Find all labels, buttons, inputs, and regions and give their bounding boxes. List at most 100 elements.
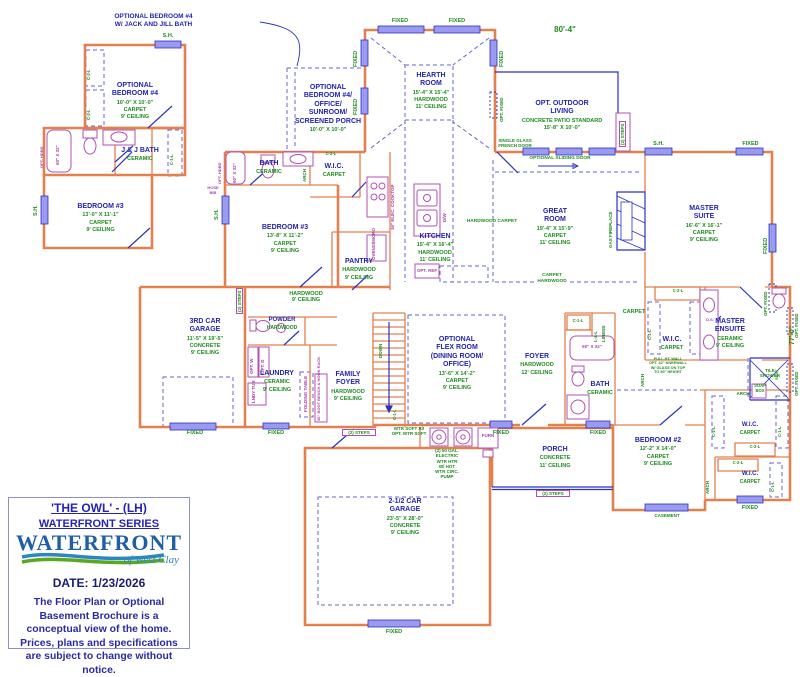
floor-transition-label: CARPET HARDWOOD: [537, 273, 567, 284]
room-details: 15'-4" X 16'-4" HARDWOOD 11' CEILING: [416, 242, 454, 263]
steps-label: (2) STEPS: [342, 429, 376, 437]
closet-label: C-1-L: [572, 318, 584, 323]
closet-label: C-1-L: [169, 154, 174, 165]
logo-wave-icon: [21, 552, 165, 565]
steps-label: (2) STEPS: [536, 490, 570, 498]
room-details: HARDWOOD: [266, 325, 298, 332]
window-label-fixed: FIXED: [385, 629, 403, 635]
room-name: OPTIONAL BEDROOM #4/ OFFICE/ SUNROOM/ SC…: [294, 84, 362, 125]
room-details: CERAMIC: [127, 156, 153, 163]
window-label-casement: CASEMENT: [654, 513, 680, 518]
room-sunroom: OPTIONAL BEDROOM #4/ OFFICE/ SUNROOM/ SC…: [290, 84, 366, 134]
closet-label: C-1-L: [647, 329, 652, 340]
window-label-opt-fixed: OPT. FIXED: [763, 291, 768, 316]
plan-date: DATE: 1/23/2026: [52, 576, 146, 590]
french-door-note: SINGLE GLASS FRENCH DOOR: [498, 138, 532, 149]
arch-label: ARCH: [705, 481, 710, 494]
room-details: CERAMIC 9' CEILING: [715, 335, 745, 349]
room-name: PORCH: [542, 446, 568, 453]
opt-ref-label: OPT. REF: [416, 268, 438, 273]
room-wic-bedroom2-upper: W.I.C.CARPET: [724, 422, 776, 437]
arch-label: ARCH: [736, 391, 750, 396]
room-name: MASTER ENSUITE: [714, 318, 746, 334]
closet-label: C-2-L: [672, 288, 684, 293]
gas-fireplace-label: GAS FIREPLACE: [608, 211, 613, 248]
window-label-fixed: FIXED: [742, 141, 759, 147]
dashed-lines: [85, 37, 789, 606]
room-name: BATH: [590, 381, 610, 388]
dishwasher-label: D/W: [442, 213, 447, 222]
room-name: W.I.C.: [662, 336, 682, 343]
opt-dryer-label: OPT. D: [260, 359, 265, 374]
room-details: HARDWOOD 9' CEILING: [331, 388, 365, 402]
window-label-opt-fixed: OPT. FIXED: [794, 313, 799, 338]
window-label-opt-fixed: OPT. FIXED: [794, 371, 799, 396]
title-block: 'THE OWL' - (LH) WATERFRONT SERIES WATER…: [8, 497, 190, 676]
closet-label: C-1-L: [770, 481, 775, 492]
closet-label: C-2-L: [732, 460, 744, 465]
room-name: W.I.C.: [741, 422, 759, 428]
window-label-fixed: FIXED: [353, 98, 359, 115]
tub-size-label: 60" X 32": [232, 163, 237, 183]
plan-name: 'THE OWL' - (LH): [51, 501, 147, 515]
series-name: WATERFRONT SERIES: [38, 518, 160, 530]
window-label-fixed: FIXED: [492, 430, 510, 436]
room-kitchen: KITCHEN 15'-4" X 16'-4" HARDWOOD 11' CEIL…: [400, 233, 470, 264]
boot-bench-label: 36" BOOT BENCH & HOOK RACK: [316, 356, 321, 421]
window-label-fixed: FIXED: [741, 505, 759, 511]
window-label-sh: S.H.: [653, 141, 664, 147]
hose-bib-label: HOSE BIB: [207, 185, 219, 195]
room-name: W.I.C.: [741, 471, 759, 477]
room-details: 10'-0" X 10'-0" CARPET 9' CEILING: [116, 99, 154, 121]
window-label-fixed: FIXED: [267, 430, 285, 436]
room-details: CONCRETE PATIO STANDARD 15'-8" X 10'-0": [521, 117, 603, 131]
room-details: 23'-5" X 28'-0" CONCRETE 9' CEILING: [386, 515, 424, 537]
room-name: FAMILY FOYER: [335, 371, 361, 387]
soap-box-label: SOAP BOX: [754, 383, 766, 393]
window-label-fixed: FIXED: [391, 18, 409, 24]
sliding-door-note: OPTIONAL SLIDING DOOR: [529, 156, 591, 161]
window-label-sh: S.H.: [33, 205, 39, 216]
floorplan-drawing: [40, 21, 794, 628]
room-name: BEDROOM #3: [77, 203, 124, 210]
window-label-fixed: FIXED: [763, 237, 769, 254]
stairs-down-label: DOWN: [378, 343, 383, 358]
room-name: GREAT ROOM: [543, 208, 567, 224]
window-label-fixed: FIXED: [448, 18, 466, 24]
opt-washer-label: OPT. W: [249, 358, 254, 375]
room-name: KITCHEN: [419, 233, 451, 240]
fixtures: [46, 112, 787, 458]
room-details: 15'-4" X 15'-4" HARDWOOD 11' CEILING: [412, 89, 450, 111]
closet-label: C-1-L: [392, 409, 397, 420]
shelf-label: L-&-L: [593, 331, 598, 342]
room-details: CARPET: [660, 345, 684, 352]
room-name: LAUNDRY: [260, 370, 294, 377]
room-name: W.I.C.: [324, 163, 344, 170]
seat-label: SEAT: [774, 369, 779, 380]
room-details: CERAMIC: [256, 169, 282, 176]
room-details: CARPET: [739, 479, 761, 486]
room-details: 19'-4" X 15'-9" CARPET 11' CEILING: [536, 225, 574, 247]
optional-suite-callout: OPTIONAL BEDROOM #4 W/ JACK AND JILL BAT…: [114, 13, 193, 28]
arch-label: ARCH: [640, 374, 645, 387]
logo-wordmark: WATERFRONT: [15, 530, 183, 555]
windows: [40, 25, 777, 628]
floor-transition-label: HARDWOOD CARPET: [466, 219, 518, 224]
water-heater-note: (2) 50 GAL. ELECTRIC WTR HTR W/ HOT WTR …: [435, 448, 459, 480]
logo-subtitle: of West Clay: [123, 554, 179, 566]
closet-label: C-1-L: [777, 426, 782, 437]
room-details: HARDWOOD 12' CEILING: [520, 362, 554, 376]
